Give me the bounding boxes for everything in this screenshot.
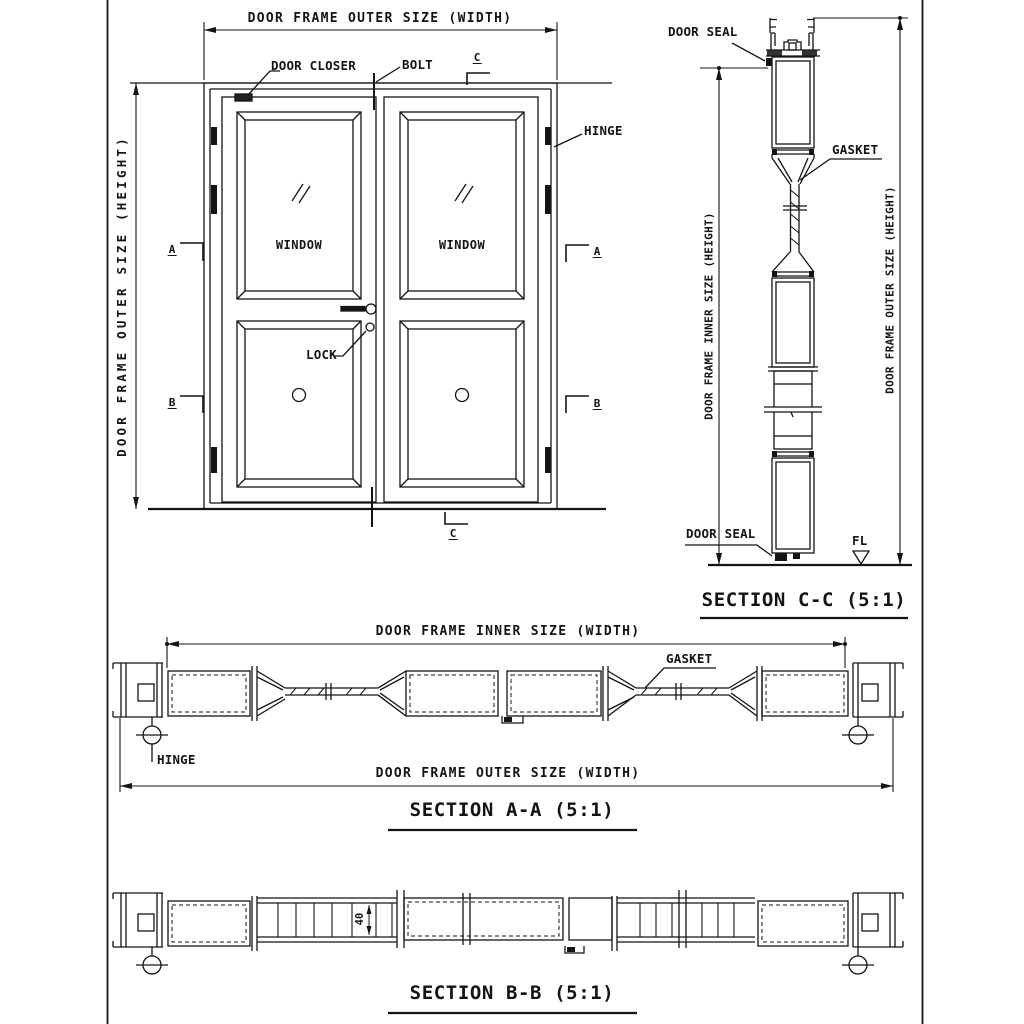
gasket-clip [783,205,807,211]
bolt-label: BOLT [402,57,433,72]
gasket-clip [675,683,682,700]
gasket-label-aa: GASKET [666,651,713,666]
section-bb-geometry [112,890,904,1015]
section-bb-title: SECTION B-B (5:1) [409,982,615,1004]
section-bb-arrows [366,905,372,935]
hinge-leader [553,133,583,148]
door-closer-label: DOOR CLOSER [271,58,356,73]
door-seal-top-leader [731,42,766,62]
door-closer-box [234,93,253,102]
marker-c-top: C [472,51,482,64]
floor-level-label: FL [852,533,868,548]
window-label: WINDOW [438,238,486,252]
door-seal-top-label: DOOR SEAL [668,24,738,39]
section-aa-arrows [120,641,893,789]
lock-leader [335,330,367,357]
glass-symbol [291,183,311,204]
marker-c-bottom: C [448,527,458,540]
lock-cylinder [365,322,375,332]
door-seal-top-mark [766,58,772,66]
flush-bolt [371,73,375,527]
marker-b-right: B [592,397,602,410]
door-knob [291,387,307,403]
section-cc-geometry [685,17,912,620]
marker-a-left: A [167,243,177,256]
lever-handle [340,305,366,312]
gasket-leader [799,158,882,181]
door-seal-bottom-leader [685,544,773,557]
dim-inner-width-label: DOOR FRAME INNER SIZE (WIDTH) [375,624,641,639]
dim-outer-height-label: DOOR FRAME OUTER SIZE (HEIGHT) [113,135,129,457]
sheet-border [106,0,924,1024]
section-aa-title: SECTION A-A (5:1) [409,799,615,821]
door-elevation [130,22,612,527]
dim-outer-width-label: DOOR FRAME OUTER SIZE (WIDTH) [247,11,513,26]
hinge-marks [211,127,551,473]
floor-level-symbol [851,550,871,566]
hinge-label: HINGE [584,123,623,138]
door-seal-bottom-mark [775,553,787,561]
gasket-label-cc: GASKET [832,142,879,157]
handle-rose [365,303,377,315]
bolt-leader [375,66,401,83]
dim-outer-height-label-cc: DOOR FRAME OUTER SIZE (HEIGHT) [883,186,897,394]
marker-a-right: A [592,245,602,258]
gasket-clip [325,683,332,700]
section-cc-title: SECTION C-C (5:1) [701,589,907,611]
elevation-arrows [133,27,557,509]
dim-inner-height-label: DOOR FRAME INNER SIZE (HEIGHT) [702,212,716,420]
door-knob [454,387,470,403]
hinge-label-aa: HINGE [157,752,196,767]
door-closer-leader [247,70,280,96]
dim-outer-width-label-aa: DOOR FRAME OUTER SIZE (WIDTH) [375,766,641,781]
marker-b-left: B [167,396,177,409]
window-label: WINDOW [275,238,323,252]
door-seal-bottom-label: DOOR SEAL [686,526,756,541]
gasket-leader [644,667,716,689]
rail-width-dim-label: 40 [353,912,366,926]
glass-symbol [454,183,474,204]
lock-label: LOCK [306,347,337,362]
weather-bar [764,406,822,418]
section-cc-arrows [716,16,903,565]
